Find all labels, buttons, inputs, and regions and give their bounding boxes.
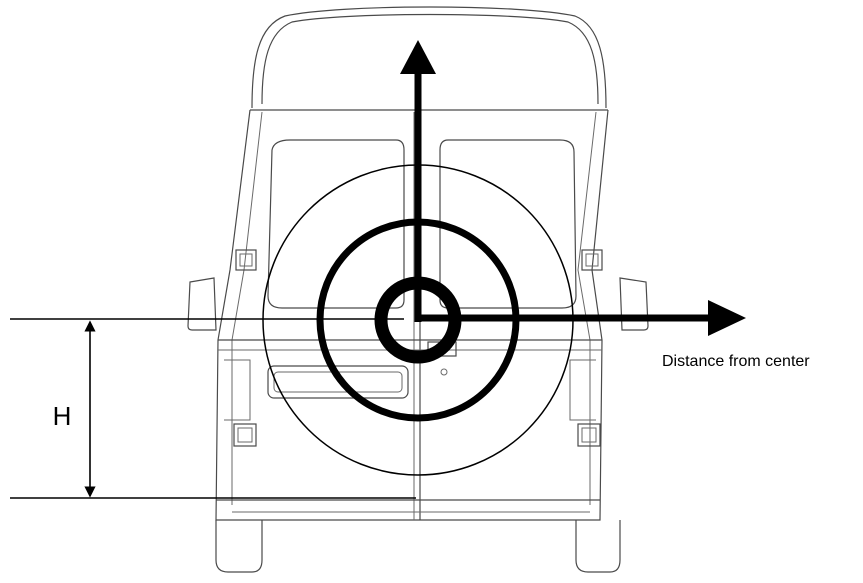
right-rear-window [439,139,577,309]
van-roof-inner [261,13,599,105]
right-mirror [619,277,649,331]
horizontal-arrow [416,300,746,336]
arrow-up-icon [400,40,436,74]
right-lower-hinge [577,423,601,447]
left-lower-hinge [233,423,257,447]
vertical-arrow [400,40,436,322]
van-roof [251,6,607,109]
distance-axis-label: Distance from center [662,353,810,370]
right-wheel [575,520,621,573]
left-upper-hinge [235,249,257,271]
left-mirror [187,277,217,331]
van-rear-view [187,6,649,573]
van-body-outline [215,109,609,521]
arrow-right-icon [708,300,746,336]
left-rear-window [267,139,405,309]
height-label: H [53,401,72,431]
licence-plate-recess [267,365,409,399]
right-upper-hinge [581,249,603,271]
